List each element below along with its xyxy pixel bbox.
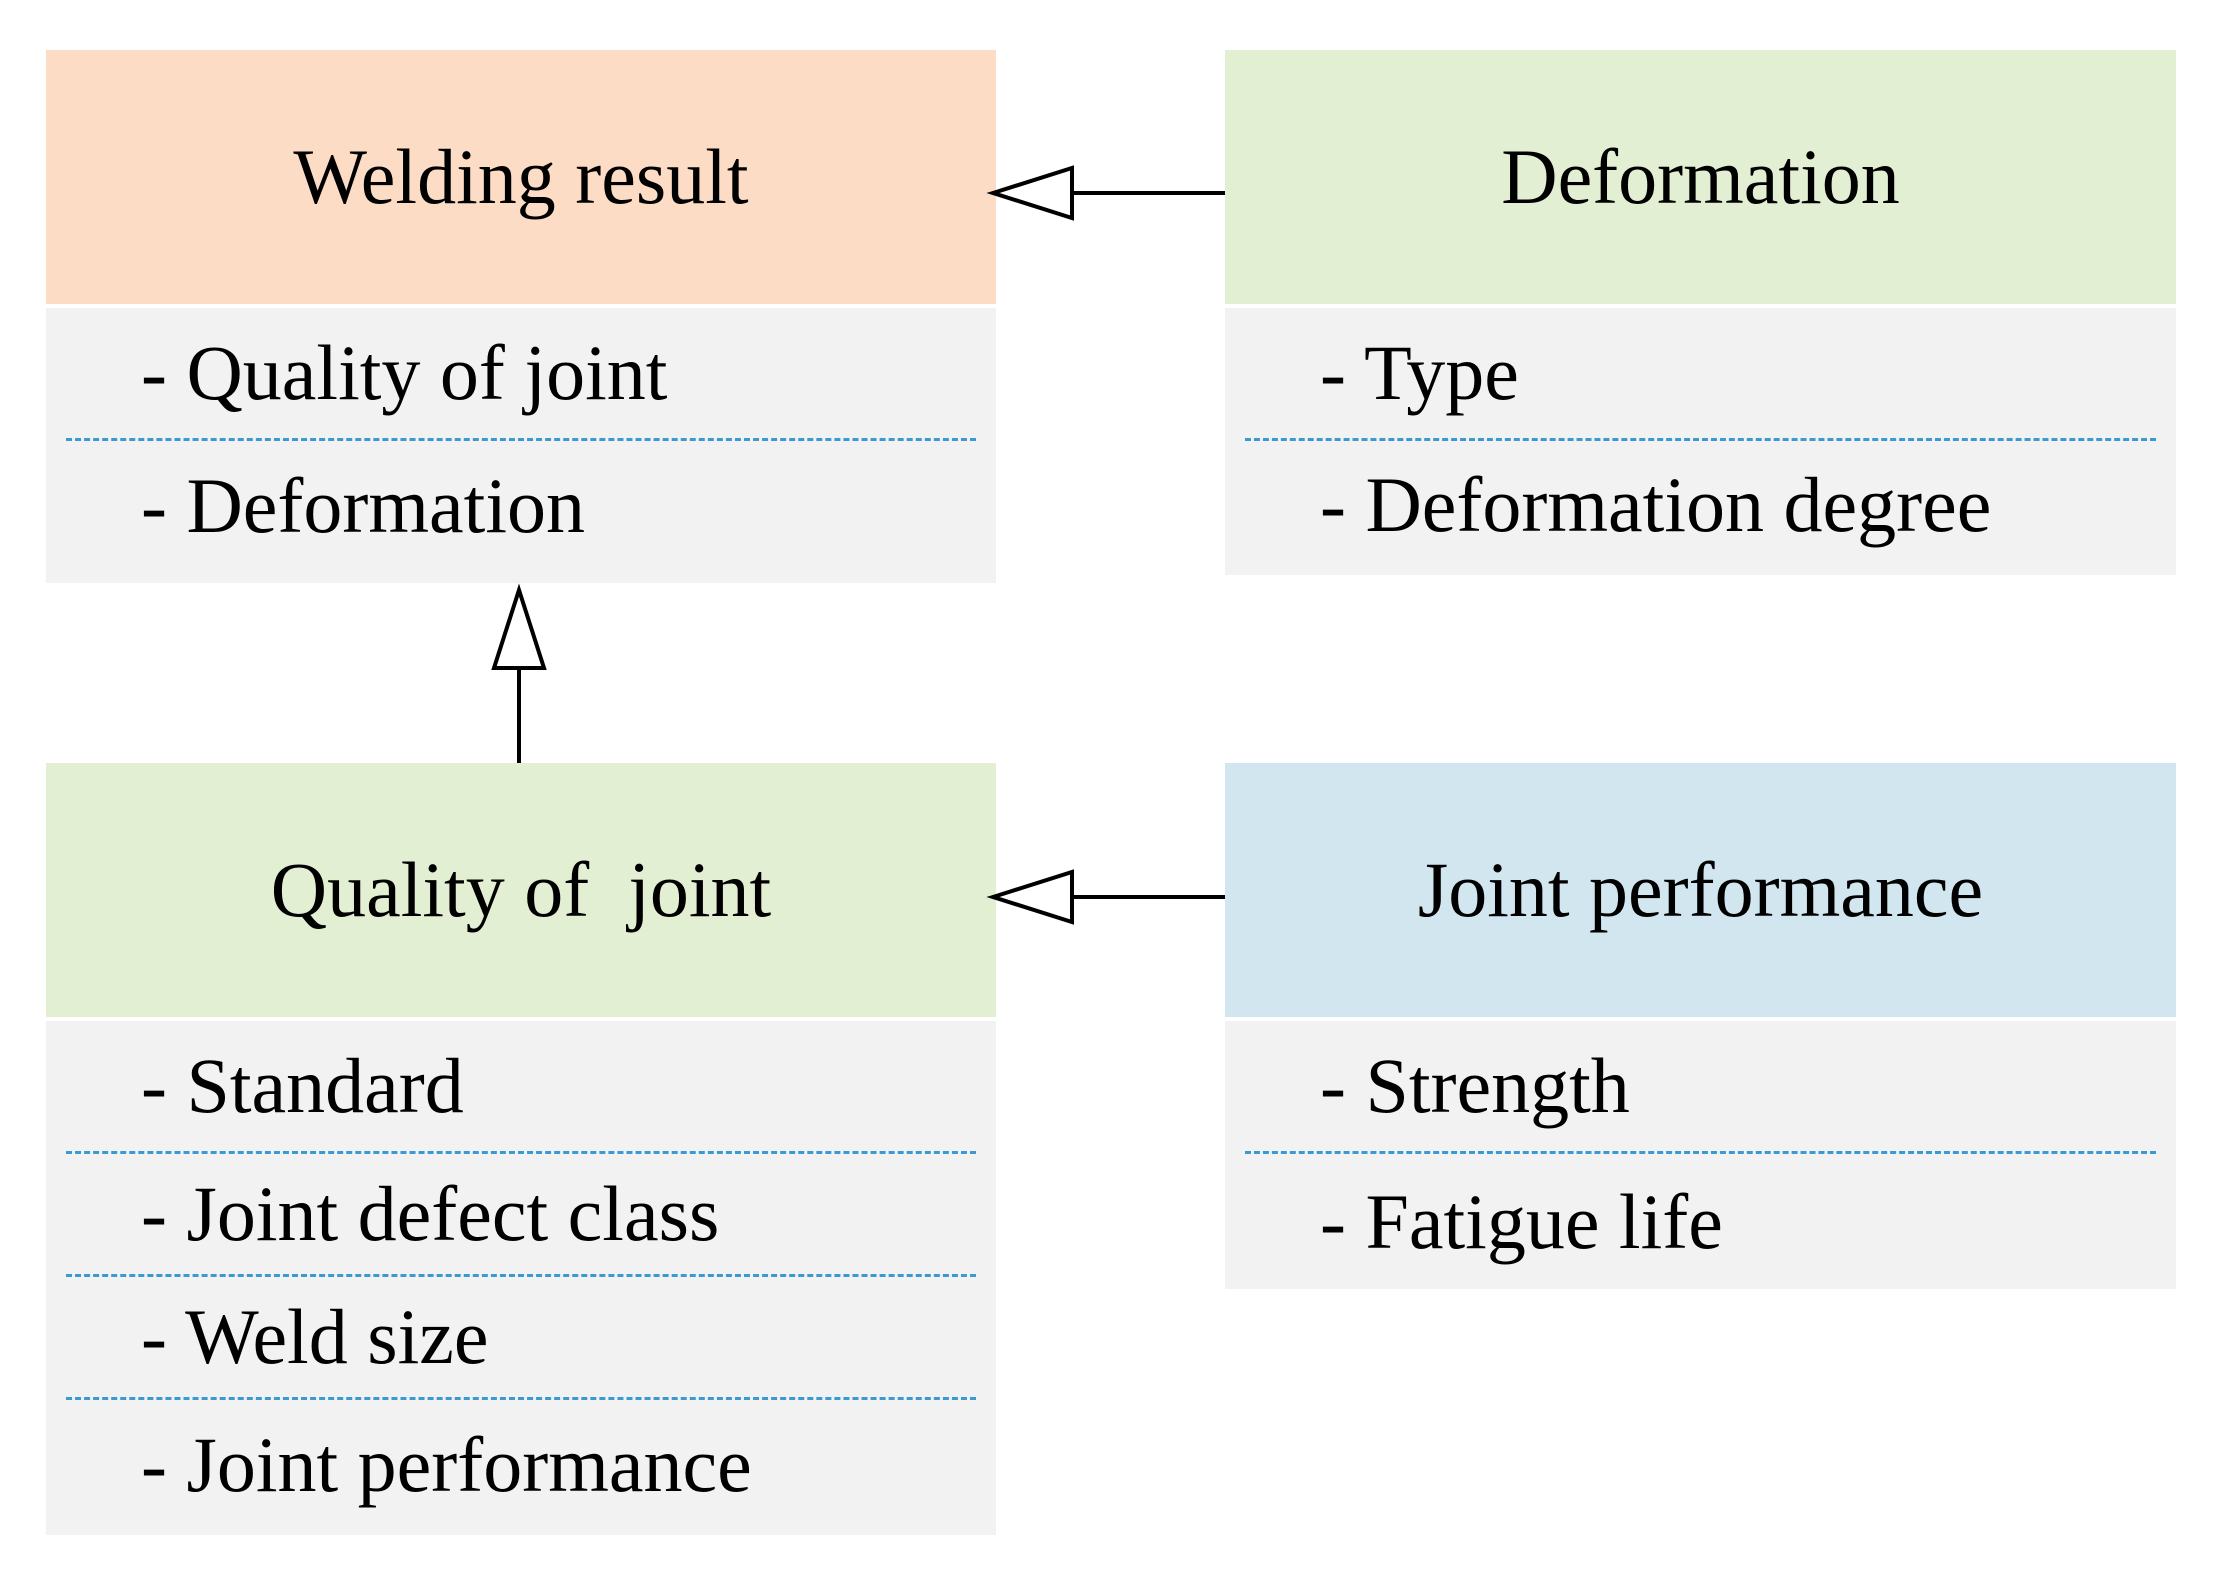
arrow-deformation-to-welding-result [986, 165, 1225, 221]
attribute-separator [1245, 438, 2156, 441]
attribute-separator [1245, 1151, 2156, 1154]
deformation-class: Deformation - Type - Deformation degree [1225, 50, 2176, 575]
hollow-triangle-arrowhead [491, 583, 547, 670]
deformation-header: Deformation [1225, 50, 2176, 304]
hollow-triangle-arrowhead [986, 869, 1074, 925]
welding-result-title: Welding result [293, 133, 749, 220]
deformation-attributes: - Type - Deformation degree [1225, 308, 2176, 575]
deformation-attr-degree: - Deformation degree [1320, 460, 1992, 548]
performance-attr-fatigue-life: - Fatigue life [1320, 1177, 1723, 1265]
quality-of-joint-class: Quality of joint - Standard - Joint defe… [46, 763, 996, 1535]
quality-attr-joint-performance: - Joint performance [141, 1421, 752, 1508]
arrow-performance-to-quality [986, 869, 1225, 925]
quality-of-joint-title: Quality of joint [270, 846, 772, 933]
quality-attr-standard: - Standard [141, 1042, 464, 1129]
deformation-attr-type: - Type [1320, 329, 1519, 416]
attribute-separator [66, 1274, 976, 1277]
attribute-separator [66, 438, 976, 441]
attribute-separator [66, 1397, 976, 1400]
attribute-separator [66, 1151, 976, 1154]
welding-result-class: Welding result - Quality of joint - Defo… [46, 50, 996, 583]
welding-result-header: Welding result [46, 50, 996, 304]
quality-of-joint-header: Quality of joint [46, 763, 996, 1017]
performance-attr-strength: - Strength [1320, 1042, 1630, 1129]
joint-performance-class: Joint performance - Strength - Fatigue l… [1225, 763, 2176, 1289]
hollow-triangle-arrowhead [986, 165, 1074, 221]
deformation-title: Deformation [1501, 133, 1900, 220]
quality-of-joint-attributes: - Standard - Joint defect class - Weld s… [46, 1021, 996, 1535]
joint-performance-header: Joint performance [1225, 763, 2176, 1017]
arrow-quality-to-welding-result [491, 583, 547, 763]
welding-result-attr-quality-of-joint: - Quality of joint [141, 329, 668, 416]
joint-performance-attributes: - Strength - Fatigue life [1225, 1021, 2176, 1289]
quality-attr-weld-size: - Weld size [141, 1293, 489, 1380]
welding-result-attr-deformation: - Deformation [141, 462, 586, 549]
quality-attr-joint-defect-class: - Joint defect class [141, 1170, 720, 1257]
welding-result-attributes: - Quality of joint - Deformation [46, 308, 996, 583]
joint-performance-title: Joint performance [1417, 846, 1984, 933]
